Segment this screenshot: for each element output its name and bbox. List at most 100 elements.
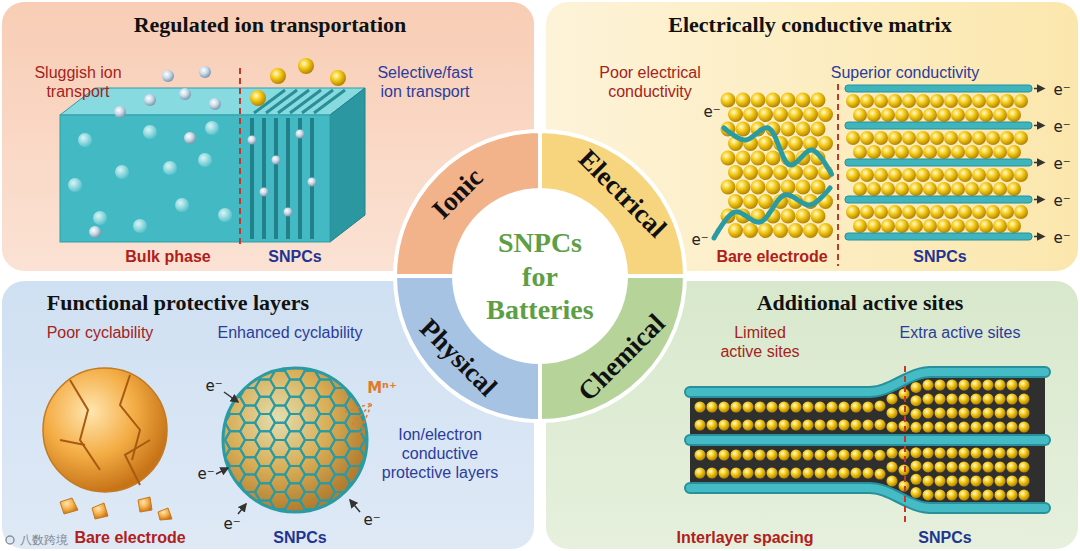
- active-site-particle: [971, 422, 982, 433]
- active-site-particle: [719, 468, 730, 479]
- active-particle: [818, 136, 833, 151]
- active-particle: [818, 223, 833, 238]
- electron-label: e⁻: [196, 466, 216, 483]
- gold-ion-sphere: [250, 90, 266, 106]
- hexagon-cell: [330, 353, 350, 370]
- hexagon-cell: [330, 336, 350, 353]
- coating-shell: [223, 368, 367, 512]
- hexagon-cell: [390, 527, 410, 544]
- active-site-particle: [959, 380, 970, 391]
- hexagon-cell: [255, 327, 275, 344]
- active-site-particle: [743, 420, 754, 431]
- hexagon-cell: [165, 431, 185, 448]
- hexagon-cell: [360, 475, 380, 492]
- bulk-cavity: [93, 211, 107, 225]
- active-site-particle: [935, 422, 946, 433]
- active-particle: [846, 168, 860, 182]
- hexagon-cell: [180, 509, 200, 526]
- electron-arrow: [216, 468, 228, 474]
- panel-label: Enhanced cyclability: [205, 323, 375, 342]
- active-particle: [944, 168, 958, 182]
- label-holder: Mⁿ⁺: [365, 380, 399, 397]
- active-site-particle: [695, 420, 706, 431]
- active-particle: [874, 205, 888, 219]
- hexagon-cell: [210, 544, 230, 551]
- active-particle: [853, 108, 867, 122]
- active-site-particle: [791, 402, 802, 413]
- hexagon-cell: [330, 509, 350, 526]
- text-holder: Additional active sites: [610, 290, 1080, 316]
- active-site-particle: [995, 490, 1006, 501]
- electron-label: e⁻: [1052, 119, 1072, 136]
- crack-line: [60, 440, 85, 445]
- hexagon-cell: [300, 544, 320, 551]
- hexagon-cell: [240, 336, 260, 353]
- slab-side-face: [330, 88, 365, 242]
- hexagon-cell: [405, 518, 425, 535]
- hexagon-cell: [360, 492, 380, 509]
- active-site-particle: [983, 476, 994, 487]
- hexagon-cell: [315, 345, 335, 362]
- hexagon-cell: [195, 362, 215, 379]
- active-site-particle: [1019, 462, 1030, 473]
- hexagon-cell: [240, 544, 260, 551]
- active-particle: [1000, 205, 1014, 219]
- ion-sphere: [209, 98, 221, 110]
- hexagon-cell: [195, 535, 215, 551]
- active-particle: [951, 219, 965, 233]
- active-site-particle: [767, 468, 778, 479]
- active-site-particle: [839, 420, 850, 431]
- label-holder: e⁻: [362, 512, 382, 529]
- active-site-particle: [731, 468, 742, 479]
- active-particle: [860, 131, 874, 145]
- bulk-cavity: [133, 219, 147, 233]
- active-particle: [895, 182, 909, 196]
- hexagon-cell: [195, 501, 215, 518]
- active-particle: [803, 165, 818, 180]
- active-particle: [881, 145, 895, 159]
- active-particle: [781, 180, 796, 195]
- active-particle: [895, 108, 909, 122]
- hexagon-cell: [375, 449, 395, 466]
- hexagon-cell: [375, 483, 395, 500]
- cracked-particle: [43, 368, 167, 492]
- ion-path-line: [352, 403, 372, 425]
- active-particle: [972, 131, 986, 145]
- host-layer-edge: [690, 488, 1045, 508]
- active-particle: [1014, 205, 1028, 219]
- text-holder: Poor electrical conductivity: [588, 63, 713, 101]
- particle-fragment: [92, 503, 108, 519]
- active-particle: [881, 219, 895, 233]
- electron-arrow: [1034, 88, 1044, 90]
- panel-heading: Additional active sites: [610, 290, 1080, 316]
- active-site-particle: [875, 419, 886, 430]
- active-particle: [781, 209, 796, 224]
- active-site-particle: [827, 450, 838, 461]
- active-site-particle: [851, 402, 862, 413]
- active-particle: [1014, 94, 1028, 108]
- active-particle: [937, 145, 951, 159]
- hexagon-cell: [180, 475, 200, 492]
- gold-ion-sphere: [330, 70, 346, 86]
- active-site-particle: [1007, 490, 1018, 501]
- active-site-particle: [863, 468, 874, 479]
- active-particle: [909, 108, 923, 122]
- active-particle: [930, 94, 944, 108]
- active-site-particle: [695, 450, 706, 461]
- active-particle: [909, 182, 923, 196]
- active-particle: [951, 145, 965, 159]
- active-particle: [951, 108, 965, 122]
- active-particle: [773, 107, 788, 122]
- active-particle: [743, 165, 758, 180]
- text-holder: SNPCs: [255, 528, 345, 547]
- active-site-particle: [959, 408, 970, 419]
- active-particle: [930, 131, 944, 145]
- active-site-particle: [863, 402, 874, 413]
- hexagon-cell: [375, 397, 395, 414]
- text-holder: Poor cyclability: [25, 323, 175, 342]
- hexagon-cell: [405, 501, 425, 518]
- watermark-icon: [6, 536, 14, 544]
- text-holder: Bare electrode: [712, 247, 832, 266]
- hexagon-cell: [270, 527, 290, 544]
- active-particle: [888, 94, 902, 108]
